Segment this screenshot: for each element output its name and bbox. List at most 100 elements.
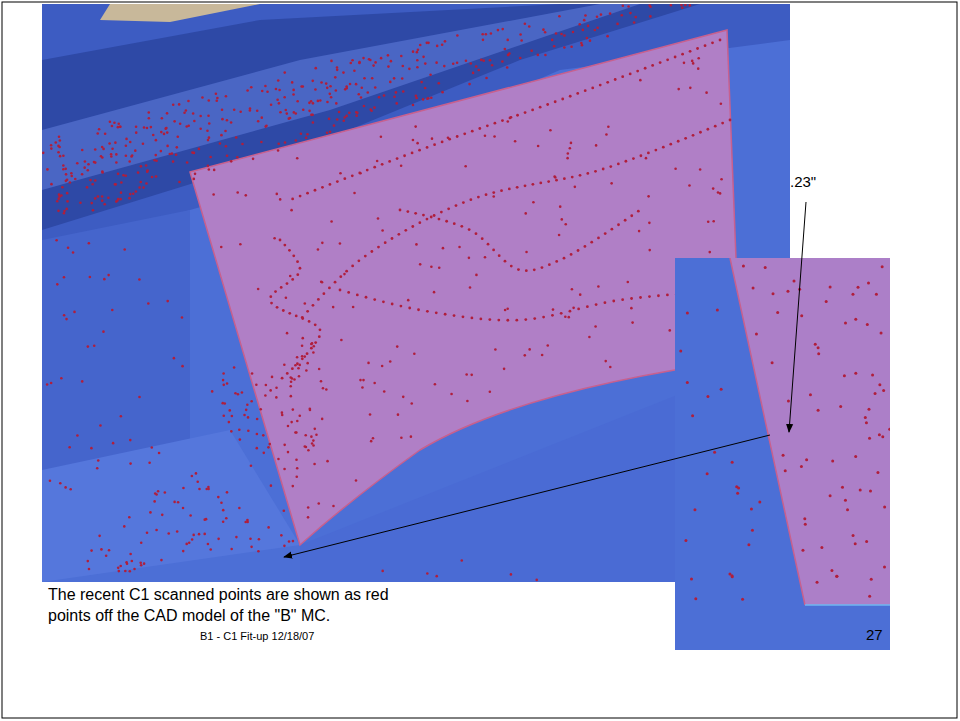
scan-point: [632, 157, 635, 160]
scan-point: [188, 541, 191, 544]
scan-point: [532, 201, 535, 204]
scan-point: [348, 111, 351, 114]
scan-point: [579, 293, 582, 296]
scan-point: [730, 574, 733, 577]
scan-point: [566, 157, 569, 160]
scan-point: [221, 118, 224, 121]
scan-point: [645, 157, 648, 160]
scan-point: [304, 302, 307, 305]
scan-point: [176, 135, 179, 138]
scan-point: [542, 316, 545, 319]
scan-point: [135, 125, 138, 128]
scan-point: [674, 167, 677, 170]
scan-point: [866, 323, 869, 326]
scan-point: [325, 388, 328, 391]
scan-point: [131, 560, 134, 563]
scan-point: [351, 174, 354, 177]
scan-point: [464, 165, 467, 168]
scan-point: [363, 105, 366, 108]
scan-point: [243, 414, 246, 417]
scan-point: [283, 71, 286, 74]
scan-point: [470, 374, 473, 377]
scan-point: [260, 116, 263, 119]
scan-point: [236, 156, 239, 159]
scan-point: [814, 343, 817, 346]
scan-point: [285, 296, 288, 299]
scan-point: [256, 418, 259, 421]
scan-point: [463, 132, 466, 135]
scan-point: [399, 209, 402, 212]
scan-point: [355, 83, 358, 86]
scan-point: [212, 193, 215, 196]
scan-point: [264, 125, 267, 128]
scan-point: [173, 357, 176, 360]
scan-point: [107, 196, 110, 199]
scan-point: [67, 246, 70, 249]
scan-point: [96, 132, 99, 135]
scan-point: [829, 285, 832, 288]
scan-point: [299, 195, 302, 198]
scan-point: [634, 16, 637, 19]
scan-point: [59, 155, 62, 158]
scan-point: [411, 225, 414, 228]
scan-point: [666, 294, 669, 297]
scan-point: [140, 564, 143, 567]
scan-point: [450, 393, 453, 396]
scan-point: [878, 383, 881, 386]
scan-point: [146, 127, 149, 130]
scan-point: [638, 230, 641, 233]
scan-point: [391, 237, 394, 240]
scan-point: [604, 301, 607, 304]
scan-point: [228, 409, 231, 412]
scan-point: [312, 345, 315, 348]
scan-point: [175, 146, 178, 149]
scan-point: [689, 50, 692, 53]
scan-point: [62, 164, 65, 167]
scan-point: [241, 391, 244, 394]
scan-point: [883, 506, 886, 509]
scan-point: [283, 363, 286, 366]
scan-point: [606, 81, 609, 84]
scan-point: [657, 294, 660, 297]
scan-point: [430, 216, 433, 219]
scan-point: [387, 65, 390, 68]
scan-point: [491, 64, 494, 67]
scan-point: [340, 339, 343, 342]
scan-point: [548, 263, 551, 266]
scan-point: [374, 86, 377, 89]
scan-point: [291, 278, 294, 281]
scan-point: [617, 163, 620, 166]
scan-point: [356, 293, 359, 296]
scan-point: [469, 62, 472, 65]
scan-point: [528, 25, 531, 28]
scan-point: [506, 120, 509, 123]
scan-point: [311, 342, 314, 345]
scan-point: [166, 300, 169, 303]
scan-point: [552, 308, 555, 311]
scan-point: [61, 186, 64, 189]
scan-point: [129, 553, 132, 556]
scan-point: [230, 121, 233, 124]
scan-point: [325, 82, 328, 85]
scan-point: [882, 389, 885, 392]
scan-point: [120, 191, 123, 194]
scan-point: [304, 434, 307, 437]
scan-point: [537, 54, 540, 57]
scan-point: [226, 491, 229, 494]
scan-point: [143, 562, 146, 565]
scan-point: [58, 195, 61, 198]
scan-point: [786, 290, 789, 293]
scan-point: [63, 212, 66, 215]
scan-point: [648, 222, 651, 225]
scan-point: [594, 325, 597, 328]
scan-point: [630, 307, 633, 310]
scan-point: [256, 433, 259, 436]
scan-point: [332, 306, 335, 309]
scan-point: [595, 144, 598, 147]
scan-point: [362, 57, 365, 60]
scan-point: [328, 93, 331, 96]
scan-point: [66, 200, 69, 203]
scan-point: [875, 293, 878, 296]
scan-point: [424, 62, 427, 65]
scan-point: [679, 350, 682, 353]
